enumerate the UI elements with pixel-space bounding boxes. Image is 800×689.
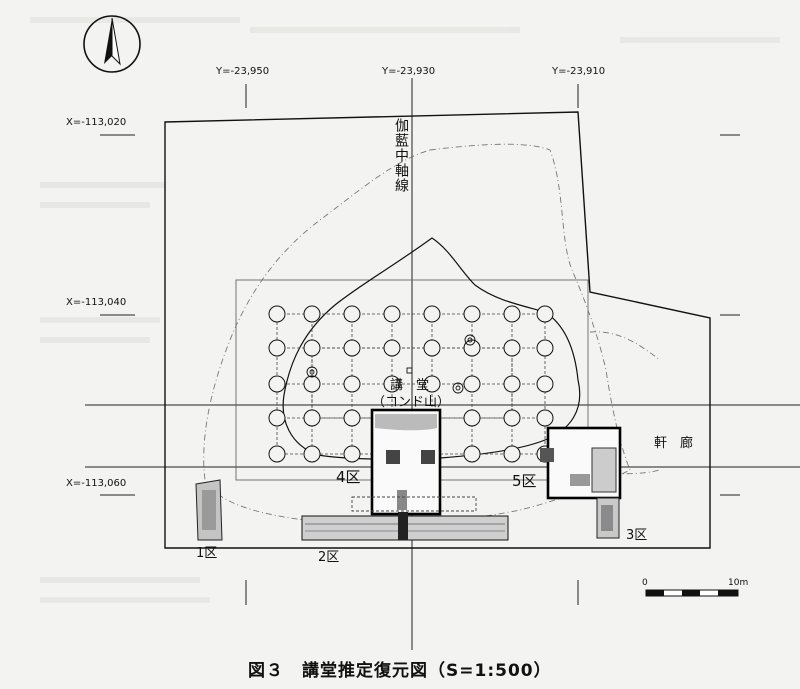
column-circle (463, 305, 481, 323)
column-circle (463, 445, 481, 463)
zone-3-label: 3区 (626, 528, 648, 543)
central-axis-label: 伽藍中軸線 (393, 118, 409, 193)
column-circle (343, 339, 361, 357)
column-circle (383, 305, 401, 323)
scale-end-label: 10m (728, 578, 749, 588)
coord-x-3: X=-113,060 (66, 478, 127, 489)
column-circle (268, 445, 286, 463)
column-circle (536, 305, 554, 323)
column-circle (423, 375, 441, 393)
column-circle (343, 375, 361, 393)
scale-start-label: 0 (642, 578, 648, 588)
column-circle (383, 339, 401, 357)
column-circle (303, 409, 321, 427)
column-circle (463, 339, 481, 357)
column-circle (303, 375, 321, 393)
column-circle (303, 305, 321, 323)
zone-4-excavation (370, 408, 442, 516)
coord-x-1: X=-113,020 (66, 117, 127, 128)
column-circle (503, 375, 521, 393)
column-circle (463, 409, 481, 427)
kondo-yama-label: （コンド山） (372, 395, 451, 410)
zone-5-excavation (540, 426, 622, 500)
lecture-hall-label: 講 堂 (390, 378, 430, 393)
column-circle (268, 409, 286, 427)
zone-2-label: 2区 (318, 550, 340, 565)
coord-y-1: Y=-23,950 (216, 66, 270, 77)
zone-5-label: 5区 (512, 472, 537, 490)
column-circle (536, 375, 554, 393)
zone-1-label: 1区 (196, 546, 218, 561)
corridor-lines (587, 331, 661, 475)
column-circle (503, 445, 521, 463)
column-circle (303, 445, 321, 463)
column-circle (268, 375, 286, 393)
zone-4-label: 4区 (336, 468, 361, 486)
site-boundary (164, 111, 711, 549)
column-circle (536, 409, 554, 427)
column-circle (383, 375, 401, 393)
grid-lines (85, 78, 800, 650)
corridor-label: 軒 廊 (654, 436, 694, 451)
column-circle (303, 339, 321, 357)
column-circle (268, 305, 286, 323)
zone-2-trench (301, 496, 509, 541)
hall-features (306, 334, 476, 394)
column-circle (503, 409, 521, 427)
scale-bar (645, 589, 739, 597)
zone-1-excavation (195, 479, 223, 541)
column-circle (463, 375, 481, 393)
column-circle (536, 339, 554, 357)
column-circle (343, 409, 361, 427)
column-circle (343, 445, 361, 463)
column-circle (503, 339, 521, 357)
coord-y-3: Y=-23,910 (552, 66, 606, 77)
coord-y-2: Y=-23,930 (382, 66, 436, 77)
north-arrow-icon (83, 15, 141, 73)
coord-x-2: X=-113,040 (66, 297, 127, 308)
zone-3-excavation (596, 497, 620, 539)
figure-caption: 図３ 講堂推定復元図（S=1:500） (248, 661, 552, 681)
column-circle (268, 339, 286, 357)
contour-line (282, 237, 581, 460)
column-circle (343, 305, 361, 323)
scan-noise (30, 17, 780, 603)
column-circle (503, 305, 521, 323)
column-circle (423, 305, 441, 323)
column-circle (423, 339, 441, 357)
